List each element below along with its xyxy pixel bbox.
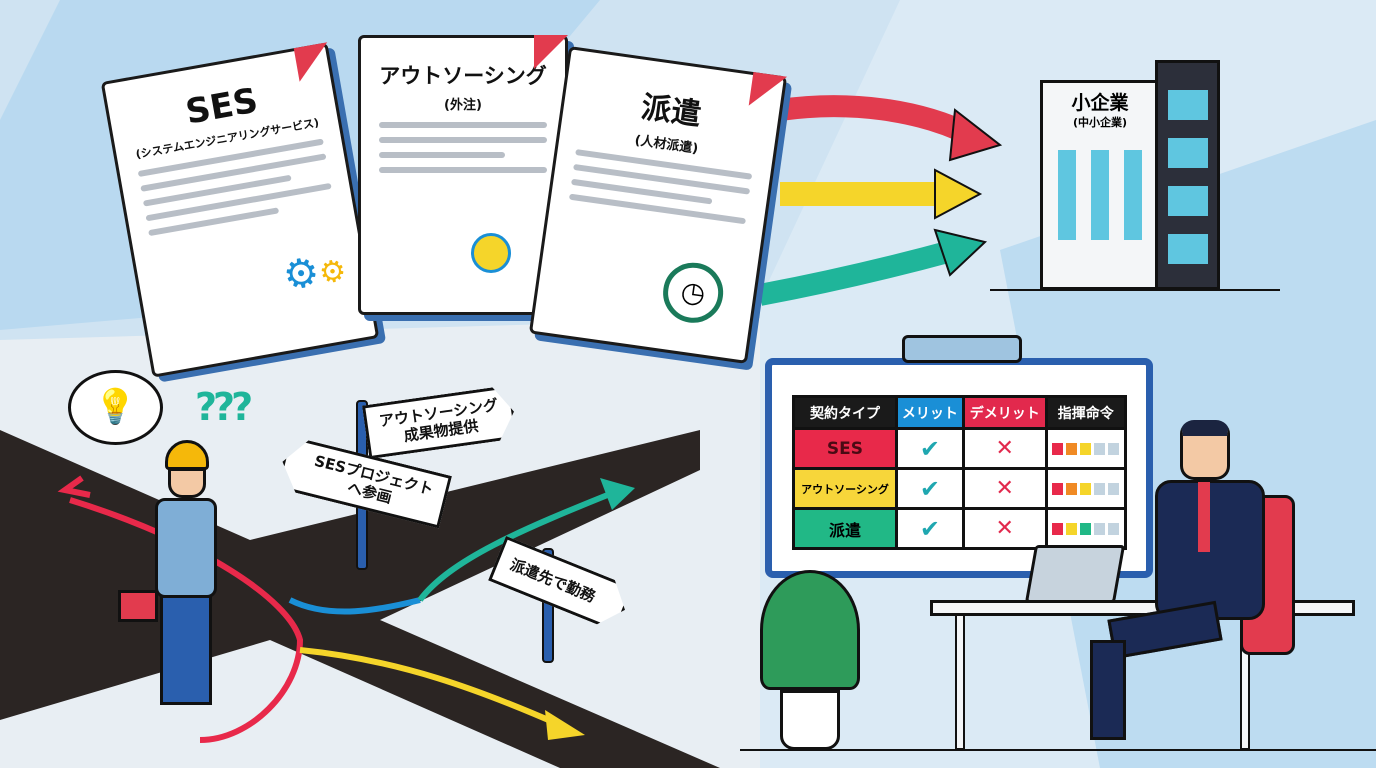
document-title: アウトソーシング [379,64,547,88]
level-segment [1080,482,1092,495]
check-icon: ✔ [894,507,965,550]
level-segment [1052,522,1064,535]
level-segment [1066,442,1078,455]
level-segment [1080,442,1092,455]
level-segment [1066,522,1078,535]
header-command: 指揮命令 [1044,395,1128,430]
document-dispatch: 派遣 (人材派遣) ◷ [528,46,788,364]
building-title: 小企業 [1071,92,1129,114]
row-type: アウトソーシング [792,467,898,510]
level-segment [1080,522,1092,535]
laptop [1024,545,1126,603]
header-demerit: デメリット [961,395,1048,430]
building: 小企業 (中小企業) [1040,60,1220,290]
cross-icon: ✕ [961,427,1048,470]
table-row: 派遣 ✔ ✕ [792,507,1128,550]
thought-bubble: 💡 [68,370,163,445]
document-outsourcing: アウトソーシング (外注) [358,35,568,315]
page-fold [293,42,334,82]
document-subtitle: (外注) [444,98,482,113]
toolbox [118,590,158,622]
clipboard-clip [902,335,1022,363]
question-marks: ??? [195,385,253,429]
command-level [1044,467,1128,510]
whiteboard: 契約タイプ メリット デメリット 指揮命令 SES ✔ ✕ アウトソーシング ✔… [765,335,1153,578]
header-contract-type: 契約タイプ [792,395,898,430]
level-segment [1108,482,1120,495]
level-segment [1052,442,1064,455]
check-icon: ✔ [894,427,965,470]
level-segment [1094,442,1106,455]
table-row: SES ✔ ✕ [792,427,1128,470]
header-merit: メリット [894,395,965,430]
comparison-table: 契約タイプ メリット デメリット 指揮命令 SES ✔ ✕ アウトソーシング ✔… [792,395,1128,550]
page-fold [534,35,568,69]
businessman-figure [1090,420,1280,750]
cross-icon: ✕ [961,467,1048,510]
plant-leaves [760,570,860,690]
network-icon [471,233,511,273]
level-segment [1094,482,1106,495]
cross-icon: ✕ [961,507,1048,550]
row-type: SES [792,427,898,470]
level-segment [1052,482,1064,495]
command-level [1044,427,1128,470]
clock-icon: ◷ [659,258,728,327]
level-segment [1108,442,1120,455]
building-subtitle: (中小企業) [1072,116,1128,129]
level-segment [1066,482,1078,495]
command-level [1044,507,1128,550]
worker-figure [118,440,230,720]
plant [780,690,840,750]
check-icon: ✔ [894,467,965,510]
gears-icon: ⚙⚙ [279,248,350,301]
page-fold [748,71,788,111]
level-segment [1108,522,1120,535]
level-segment [1094,522,1106,535]
row-type: 派遣 [792,507,898,550]
table-row: アウトソーシング ✔ ✕ [792,467,1128,510]
